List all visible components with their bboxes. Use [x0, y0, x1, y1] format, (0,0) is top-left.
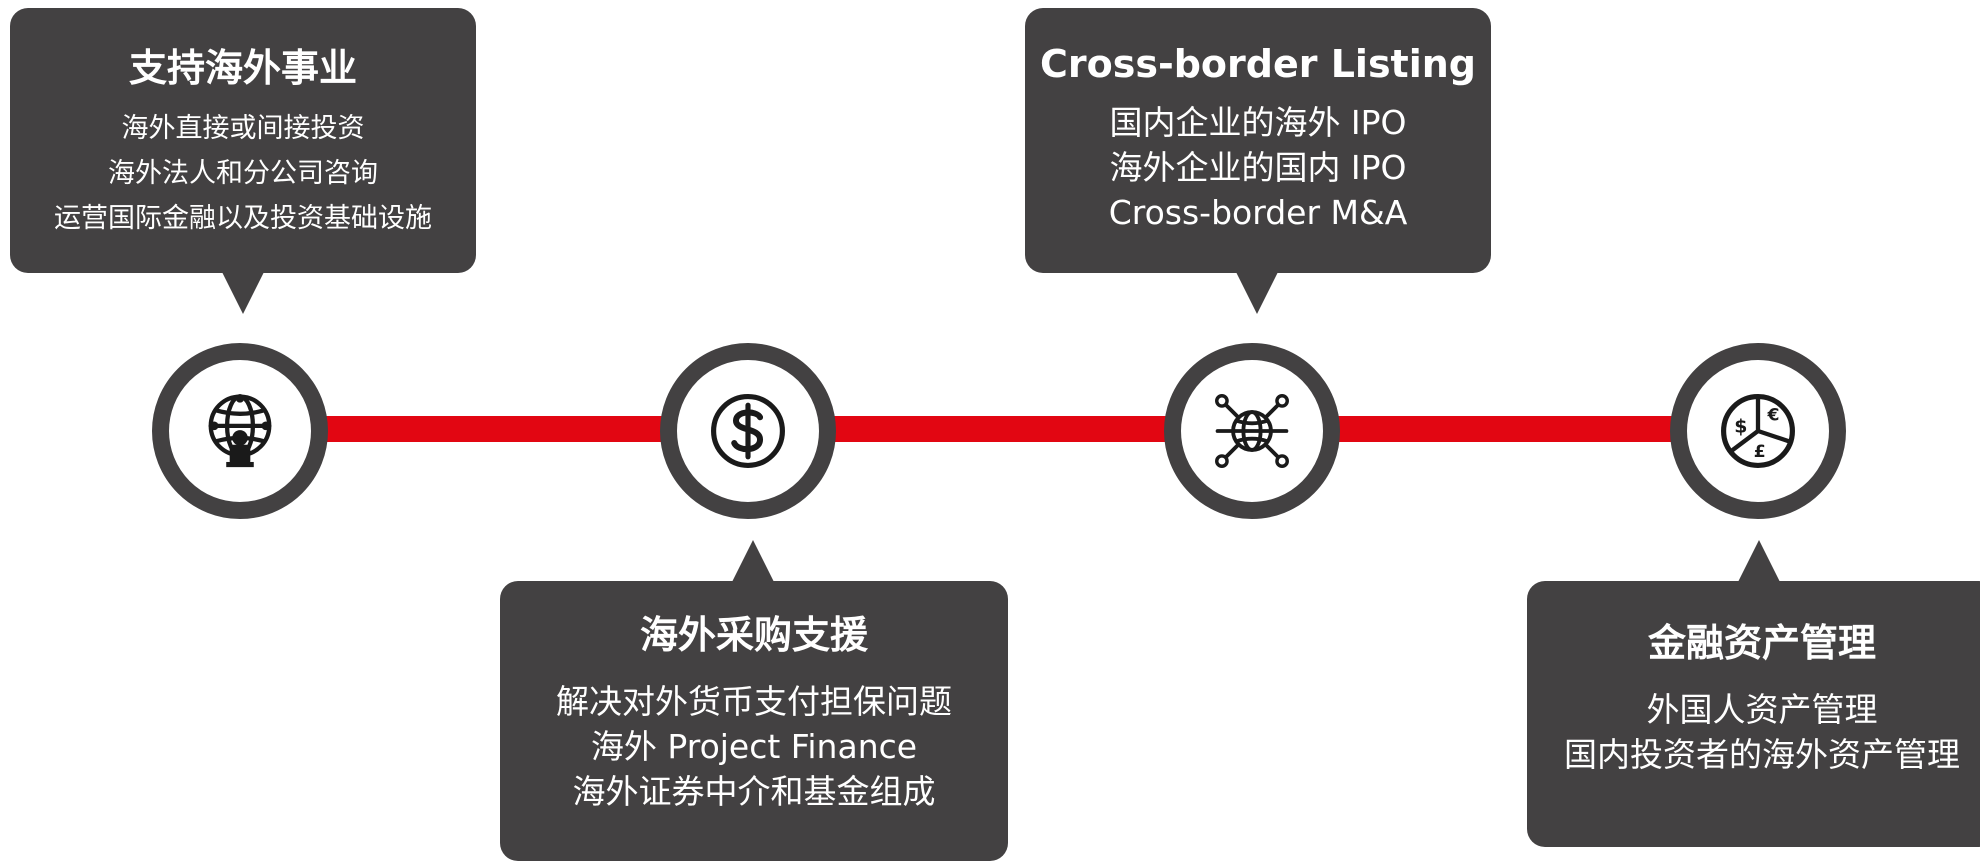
callout-pointer — [1738, 540, 1780, 582]
callout-line: 国内投资者的海外资产管理 — [1564, 735, 1960, 774]
node-overseas-business — [152, 343, 328, 519]
node-asset-management: $ € £ — [1670, 343, 1846, 519]
callout-title: 海外采购支援 — [639, 613, 868, 657]
svg-text:$: $ — [1734, 416, 1747, 438]
dollar-coin-icon — [711, 394, 785, 468]
callout-line: 海外法人和分公司咨询 — [108, 158, 378, 189]
callout-line: 国内企业的海外 IPO — [1109, 103, 1407, 142]
globe-connections-icon — [208, 394, 272, 468]
global-network-icon — [1215, 394, 1289, 468]
callout-line: 海外证券中介和基金组成 — [572, 772, 936, 811]
callout-pointer — [1236, 272, 1278, 314]
callout-line: 解决对外货币支付担保问题 — [556, 682, 952, 721]
callout-overseas-procurement: 海外采购支援 解决对外货币支付担保问题 海外 Project Finance 海… — [500, 581, 1008, 861]
callout-line: 外国人资产管理 — [1646, 690, 1878, 729]
callout-line: 海外 Project Finance — [590, 727, 918, 766]
callout-pointer — [222, 272, 264, 314]
callout-line: Cross-border M&A — [1108, 193, 1408, 232]
callout-title: 金融资产管理 — [1647, 621, 1876, 665]
callout-pointer — [732, 540, 774, 582]
svg-text:€: € — [1766, 406, 1779, 426]
callout-line: 海外直接或间接投资 — [121, 113, 365, 144]
callout-overseas-business: 支持海外事业 海外直接或间接投资 海外法人和分公司咨询 运营国际金融以及投资基础… — [10, 8, 476, 273]
callout-cross-border-listing: Cross-border Listing 国内企业的海外 IPO 海外企业的国内… — [1025, 8, 1491, 273]
callout-line: 海外企业的国内 IPO — [1109, 148, 1407, 187]
callout-line: 运营国际金融以及投资基础设施 — [54, 203, 432, 234]
callout-title: Cross-border Listing — [1039, 42, 1477, 86]
node-overseas-procurement — [660, 343, 836, 519]
node-cross-border-listing — [1164, 343, 1340, 519]
callout-asset-management: 金融资产管理 外国人资产管理 国内投资者的海外资产管理 — [1527, 581, 1980, 847]
timeline-bar — [240, 416, 1760, 442]
callout-title: 支持海外事业 — [128, 46, 357, 90]
currency-pie-icon: $ € £ — [1721, 394, 1795, 468]
svg-text:£: £ — [1754, 442, 1766, 462]
